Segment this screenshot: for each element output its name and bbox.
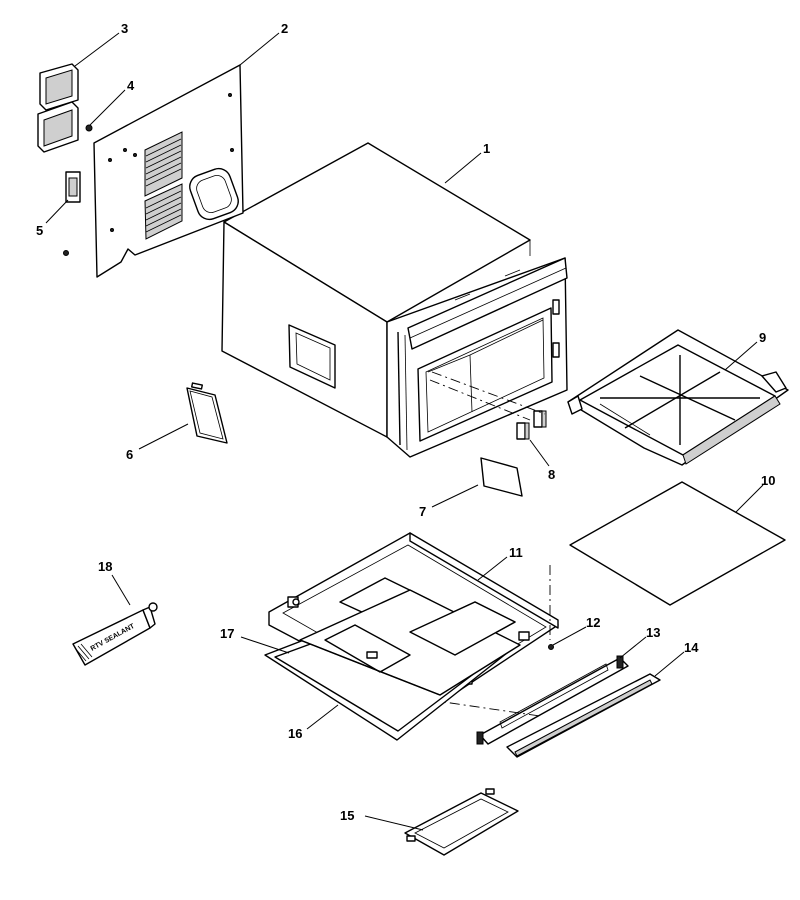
part-9-tray (567, 329, 789, 466)
callout-3: 3 (121, 21, 128, 36)
alignment-line (429, 699, 541, 717)
part-12-screw (548, 565, 554, 650)
part-8-spacers (516, 410, 547, 440)
part-18-sealant-tube: RTV SEALANT (72, 602, 158, 666)
callout-6: 6 (126, 447, 133, 462)
callout-18: 18 (98, 559, 112, 574)
callout-15: 15 (340, 808, 354, 823)
part-11-base-frame-front (299, 589, 521, 696)
part-7-pad (480, 457, 523, 497)
callout-9: 9 (759, 330, 766, 345)
part-4-screw (85, 124, 93, 132)
callout-4: 4 (127, 78, 135, 93)
callout-11: 11 (509, 545, 523, 560)
callout-2: 2 (281, 21, 288, 36)
part-13-rail (476, 655, 629, 745)
part-1-cabinet (221, 142, 568, 458)
callout-1: 1 (483, 141, 490, 156)
callout-16: 16 (288, 726, 302, 741)
alignment-line (429, 379, 531, 421)
part-3-brackets (37, 63, 79, 153)
part-10-sheet (569, 481, 786, 606)
callout-12: 12 (586, 615, 600, 630)
alignment-line (431, 371, 546, 415)
part-5-clip (65, 171, 81, 203)
part-2-back-panel (93, 64, 244, 278)
callout-labels: 1 2 3 4 5 6 7 8 9 10 11 12 13 14 15 16 1… (36, 21, 775, 823)
part-14-strip (506, 673, 661, 758)
part-15-small-tray (404, 788, 519, 856)
callout-17: 17 (220, 626, 234, 641)
callout-7: 7 (419, 504, 426, 519)
callout-10: 10 (761, 473, 775, 488)
panel-screw (63, 250, 69, 256)
callout-14: 14 (684, 640, 699, 655)
callout-8: 8 (548, 467, 555, 482)
part-6-cover-plate (186, 382, 228, 444)
callout-5: 5 (36, 223, 43, 238)
callout-13: 13 (646, 625, 660, 640)
leader-lines (45, 32, 764, 831)
